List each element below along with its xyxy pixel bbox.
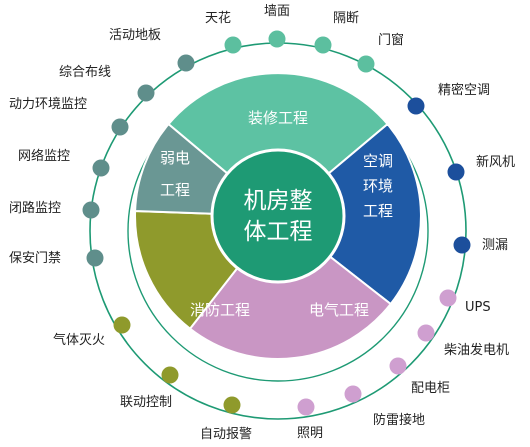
outer-item: 墙面 [264,4,290,48]
segment-decoration [167,72,389,218]
outer-item: 保安门禁 [9,249,104,267]
outer-item: 新风机 [447,154,515,181]
item-label: 门窗 [378,32,404,48]
item-label: 动力环境监控 [9,97,87,112]
segment-label-hvac: 空调 [363,152,393,170]
item-label: 测漏 [482,237,508,253]
item-label: 柴油发电机 [444,342,509,358]
outer-item: 门窗 [357,32,404,73]
item-dot-weak-current [86,249,104,267]
item-label: 保安门禁 [9,251,61,266]
center-hub [210,148,346,284]
segment-hvac [276,122,422,306]
outer-item: 配电柜 [389,357,450,396]
segment-label-weak-current: 工程 [160,181,190,199]
outer-item: 活动地板 [109,28,195,72]
item-label: UPS [465,300,491,315]
item-label: 联动控制 [120,395,172,410]
item-dot-decoration [314,36,332,54]
item-dot-electrical [439,289,457,307]
item-dot-weak-current [177,54,195,72]
item-dot-hvac [407,97,425,115]
outer-item: 防雷接地 [344,385,425,428]
item-dot-decoration [357,55,375,73]
item-label: 配电柜 [411,381,450,396]
segment-electrical [188,214,393,360]
item-label: 闭路监控 [9,200,61,216]
center-title-line-1: 机房整 [244,188,313,214]
outer-item: 柴油发电机 [417,324,509,358]
item-dot-weak-current [92,159,110,177]
segment-label-hvac: 环境 [363,177,393,195]
outer-item: 自动报警 [200,396,252,442]
segment-label-decoration: 装修工程 [248,109,308,127]
outer-item: 综合布线 [59,65,155,102]
item-label: 隔断 [333,11,359,26]
item-dot-decoration [224,36,242,54]
item-dot-electrical [389,357,407,375]
item-label: 墙面 [264,4,290,19]
outer-item: 闭路监控 [9,200,100,219]
item-dot-decoration [268,30,286,48]
item-dot-fire [223,396,241,414]
center-title-line-2: 体工程 [244,219,313,245]
outer-item: 精密空调 [407,82,490,115]
item-label: 精密空调 [438,82,490,98]
item-dot-electrical [417,324,435,342]
item-label: 气体灭火 [53,332,105,348]
outer-item: 测漏 [453,236,508,254]
item-dot-hvac [447,163,465,181]
item-dot-electrical [297,398,315,416]
item-label: 活动地板 [109,28,161,43]
outer-item: 网络监控 [18,148,110,177]
item-label: 防雷接地 [373,412,425,428]
outer-item: 天花 [205,10,242,54]
outer-item: 联动控制 [120,366,179,410]
item-dot-fire [113,316,131,334]
item-dot-electrical [344,385,362,403]
item-label: 综合布线 [59,65,111,80]
segments [134,72,422,360]
item-label: 自动报警 [200,426,252,442]
outer-item: 气体灭火 [53,316,131,348]
item-dot-weak-current [137,84,155,102]
item-label: 新风机 [476,154,515,170]
outer-item: UPS [439,289,491,315]
item-dot-fire [161,366,179,384]
outer-item: 隔断 [314,11,359,54]
segment-label-fire: 消防工程 [190,301,250,319]
item-dot-weak-current [111,118,129,136]
segment-label-weak-current: 弱电 [160,149,190,167]
segment-label-hvac: 工程 [363,202,393,220]
outer-item: 照明 [297,398,323,441]
item-label: 天花 [205,10,231,26]
item-dot-hvac [453,236,471,254]
segment-label-electrical: 电气工程 [309,301,369,319]
item-dot-weak-current [82,201,100,219]
outer-item: 动力环境监控 [9,97,129,136]
item-label: 照明 [297,426,323,441]
item-label: 网络监控 [18,148,70,164]
